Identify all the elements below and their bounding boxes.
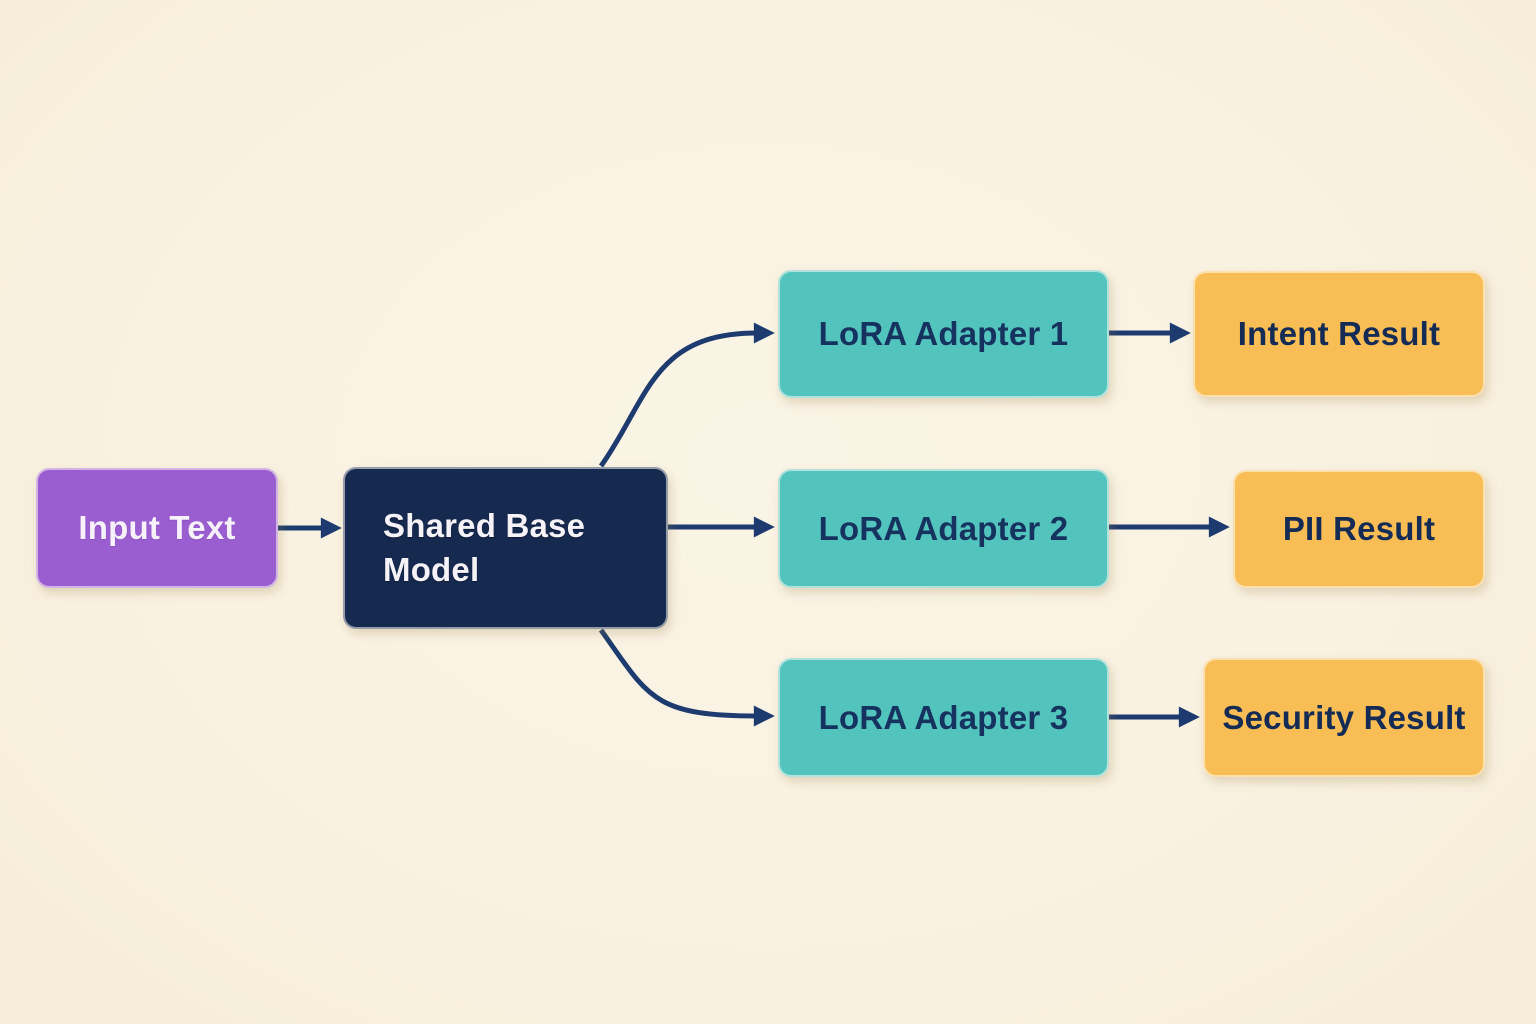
node-input-text: Input Text [36,468,278,588]
node-lora-adapter-2-label: LoRA Adapter 2 [818,509,1069,547]
node-lora-adapter-1-label: LoRA Adapter 1 [818,315,1069,352]
node-pii-result-label: PII Result [1282,510,1436,547]
edge-base-to-lora1 [598,322,775,468]
node-lora-adapter-2: LoRA Adapter 2 [778,469,1109,588]
node-lora-adapter-1: LoRA Adapter 1 [778,270,1109,398]
node-intent-result-label: Intent Result [1237,315,1441,352]
node-security-result-label: Security Result [1222,698,1466,736]
node-input-text-label: Input Text [78,509,236,546]
node-intent-result: Intent Result [1193,271,1485,397]
node-security-result: Security Result [1203,658,1485,777]
node-lora-adapter-3-label: LoRA Adapter 3 [818,698,1069,736]
edge-base-to-lora3 [598,628,775,727]
node-lora-adapter-3: LoRA Adapter 3 [778,658,1109,777]
node-shared-base-model-label: Shared Base Model [383,507,586,588]
node-pii-result: PII Result [1233,470,1485,588]
node-shared-base-model: Shared Base Model [343,467,668,629]
